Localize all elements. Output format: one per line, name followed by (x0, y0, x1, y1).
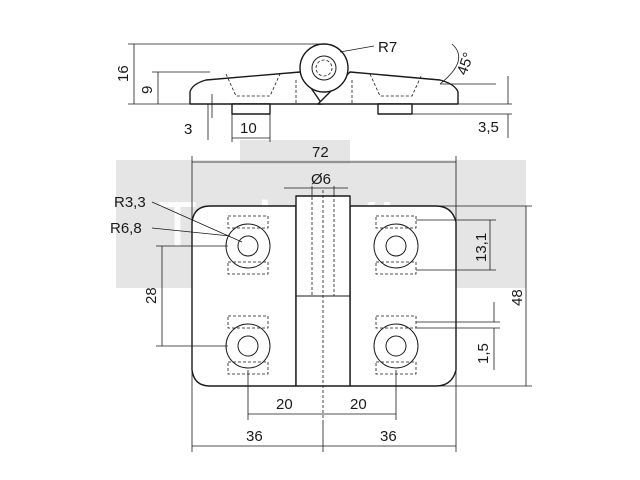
dim-height-total: 16 (115, 65, 132, 82)
side-boss-right (377, 103, 413, 115)
side-leaf-left (189, 71, 323, 105)
dim-radius-counterbore: R6,8 (110, 220, 142, 237)
top-view: 72 Ø6 R3,3 R6,8 28 13,1 48 1,5 (110, 144, 532, 452)
top-leaf-left (191, 205, 297, 387)
dim-slot-length: 13,1 (473, 233, 490, 262)
dim-angle: 45° (454, 50, 478, 77)
side-view: 16 9 R7 45° 3 10 3,5 (115, 39, 512, 142)
dim-height-leaf: 9 (139, 86, 156, 94)
side-boss-left (231, 103, 271, 115)
dim-hole-spacing-vertical: 28 (143, 287, 160, 304)
hole-top-right (373, 215, 419, 275)
dim-half-right: 36 (380, 428, 397, 445)
dim-half-left: 36 (246, 428, 263, 445)
dim-radius-knuckle: R7 (378, 39, 397, 56)
dim-thickness: 3,5 (478, 119, 499, 136)
dim-slot-offset: 1,5 (475, 343, 492, 364)
side-leaf-right (317, 71, 459, 105)
dim-height-total-top: 48 (509, 289, 526, 306)
dim-radius-hole: R3,3 (114, 194, 146, 211)
top-leaf-right (349, 205, 457, 387)
side-pin (311, 55, 337, 81)
dim-offset-right: 20 (350, 396, 367, 413)
side-pin-hidden (315, 59, 333, 77)
dim-recess-depth: 3 (184, 121, 192, 138)
dim-offset-left: 20 (276, 396, 293, 413)
dim-recess-width: 10 (240, 120, 257, 137)
dim-width-total: 72 (312, 144, 329, 161)
side-knuckle (299, 43, 349, 93)
dim-pin-diameter: Ø6 (311, 171, 331, 188)
